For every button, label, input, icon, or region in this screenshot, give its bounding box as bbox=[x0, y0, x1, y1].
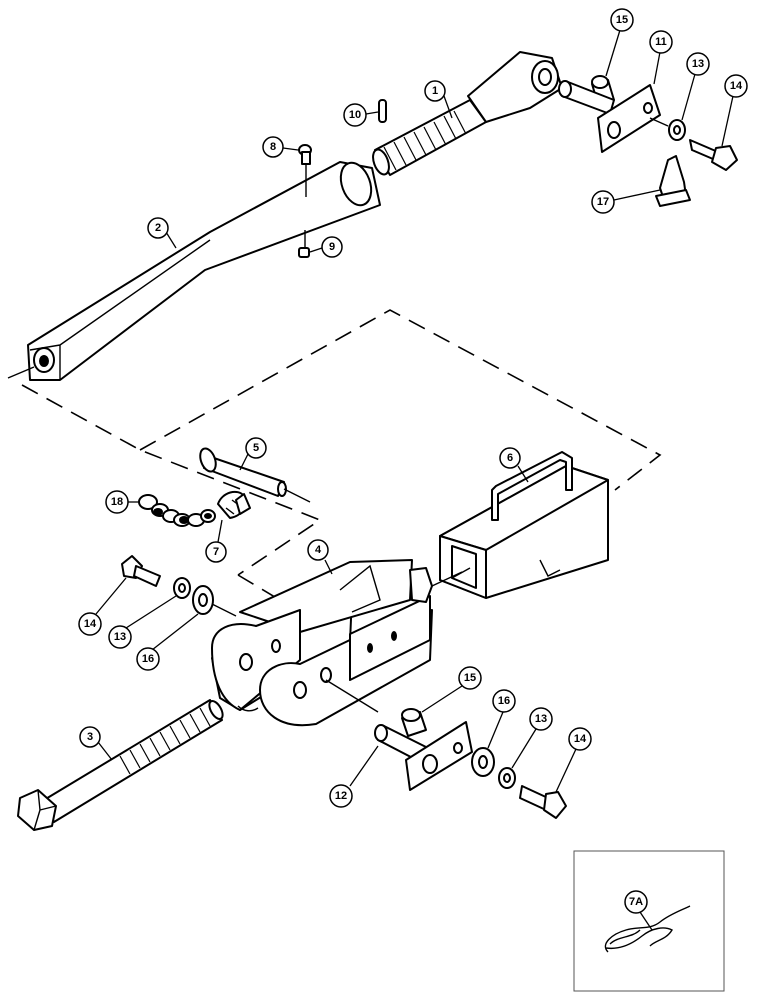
callout-14-top-label: 14 bbox=[730, 80, 743, 92]
callouts: 1 2 3 4 5 6 7 8 9 10 bbox=[78, 8, 748, 931]
callout-11-label: 11 bbox=[655, 36, 667, 48]
part-17-cap bbox=[655, 155, 691, 207]
part-2-tube bbox=[7, 161, 381, 381]
callout-6-label: 6 bbox=[507, 452, 513, 464]
part-9-plug bbox=[298, 230, 310, 258]
callout-3 bbox=[79, 726, 101, 748]
callout-8 bbox=[262, 136, 284, 158]
callout-2 bbox=[147, 217, 169, 239]
callout-15-top bbox=[610, 8, 634, 32]
callout-13-lower-label: 13 bbox=[535, 713, 547, 725]
callout-4-label: 4 bbox=[315, 544, 322, 556]
part-7-lynch-pin bbox=[217, 490, 251, 519]
part-8-grease-fitting bbox=[298, 144, 312, 197]
part-5-pin bbox=[199, 447, 311, 503]
callout-12 bbox=[329, 784, 353, 808]
callout-15-lower bbox=[458, 666, 482, 690]
callout-16-left bbox=[136, 647, 160, 671]
callout-1-label: 1 bbox=[432, 85, 438, 97]
part-6-sleeve bbox=[439, 451, 609, 599]
callout-8-label: 8 bbox=[270, 141, 276, 153]
part-14-bolt-top bbox=[689, 139, 738, 171]
callout-13-lower bbox=[529, 707, 553, 731]
callout-14-left bbox=[78, 612, 102, 636]
callout-3-label: 3 bbox=[87, 731, 93, 743]
callout-5-label: 5 bbox=[253, 442, 259, 454]
callout-14-lower bbox=[568, 727, 592, 751]
callout-15-lower-label: 15 bbox=[464, 672, 476, 684]
callout-11 bbox=[649, 30, 673, 54]
callout-7-label: 7 bbox=[213, 546, 219, 558]
part-13-washer-top bbox=[649, 117, 686, 141]
callout-14-lower-label: 14 bbox=[574, 733, 587, 745]
part-14-bolt-left bbox=[121, 555, 161, 587]
part-12-plate-pin bbox=[325, 679, 473, 791]
callout-18-label: 18 bbox=[111, 496, 123, 508]
part-10-pin bbox=[378, 99, 387, 123]
callout-17-label: 17 bbox=[597, 196, 609, 208]
callout-10 bbox=[343, 103, 367, 127]
callout-7a bbox=[624, 890, 648, 914]
callout-16-left-label: 16 bbox=[142, 653, 154, 665]
callout-16-lower bbox=[492, 689, 516, 713]
part-1-rod-end bbox=[372, 51, 563, 176]
part-3-long-bolt bbox=[17, 699, 224, 831]
callout-2-label: 2 bbox=[155, 222, 161, 234]
callout-9-label: 9 bbox=[329, 241, 335, 253]
part-4-clevis bbox=[211, 559, 463, 727]
callout-14-top bbox=[724, 74, 748, 98]
callout-17 bbox=[591, 190, 615, 214]
part-11-plate-pin bbox=[558, 80, 661, 153]
callout-1 bbox=[424, 80, 446, 102]
callout-13-left bbox=[108, 625, 132, 649]
callout-18 bbox=[105, 490, 129, 514]
callout-13-left-label: 13 bbox=[114, 631, 126, 643]
part-16-washer-left bbox=[192, 585, 237, 617]
callout-13-top bbox=[686, 52, 710, 76]
part-15-bushing-lower bbox=[401, 708, 427, 737]
part-13-washer-left bbox=[173, 577, 191, 599]
callout-7 bbox=[205, 541, 227, 563]
callout-14-left-label: 14 bbox=[84, 618, 97, 630]
inset-detail bbox=[573, 850, 725, 992]
callout-10-label: 10 bbox=[349, 109, 361, 121]
callout-9 bbox=[321, 236, 343, 258]
part-14-bolt-lower bbox=[519, 785, 567, 819]
callout-5 bbox=[245, 437, 267, 459]
part-16-washer-lower bbox=[471, 747, 495, 777]
callout-16-lower-label: 16 bbox=[498, 695, 510, 707]
callout-4 bbox=[307, 539, 329, 561]
callout-6 bbox=[499, 447, 521, 469]
callout-7a-label: 7A bbox=[629, 896, 643, 908]
callout-13-top-label: 13 bbox=[692, 58, 704, 70]
callout-12-label: 12 bbox=[335, 790, 347, 802]
callout-15-top-label: 15 bbox=[616, 14, 628, 26]
part-18-chain bbox=[138, 494, 216, 527]
part-13-washer-lower bbox=[498, 767, 516, 789]
